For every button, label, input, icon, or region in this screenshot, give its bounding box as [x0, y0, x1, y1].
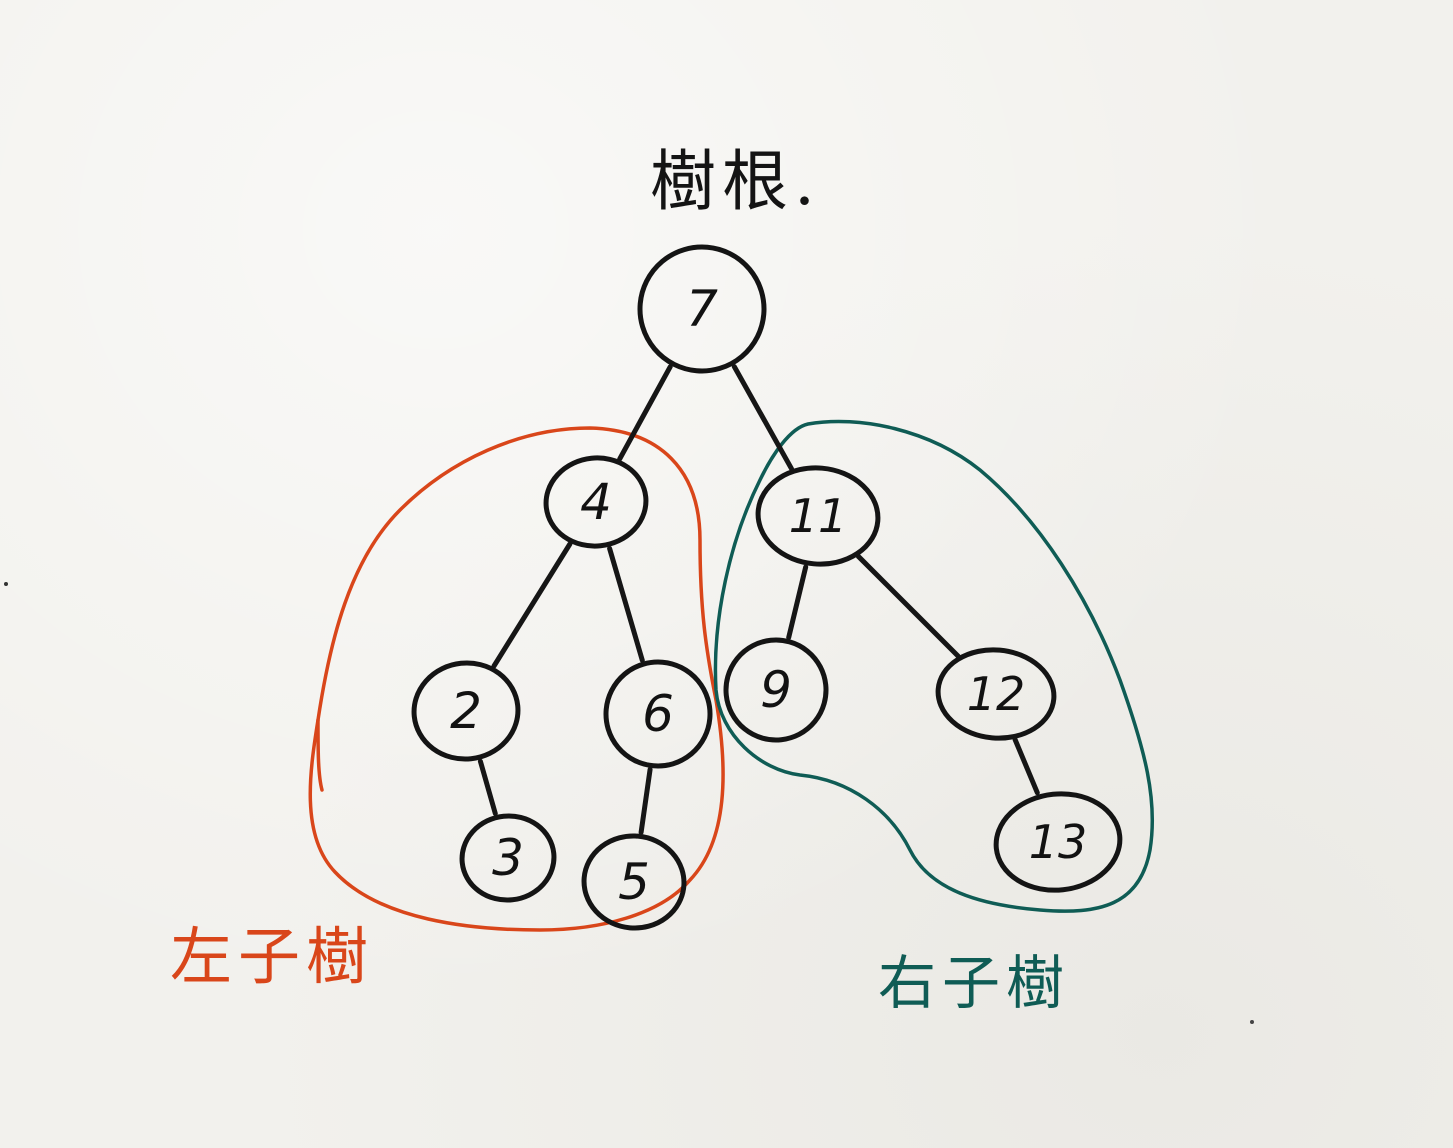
node-circle-7	[637, 244, 767, 374]
edge-6-5	[638, 766, 653, 835]
left-subtree-caption: 左子樹	[170, 920, 375, 993]
node-label-12: 12	[967, 667, 1026, 721]
edge-7-4	[617, 364, 673, 462]
node-label-9: 9	[760, 661, 792, 719]
right-subtree-caption: 右子樹	[878, 949, 1071, 1017]
left-subtree-outline-tail	[316, 718, 324, 792]
edge-7-11	[731, 364, 794, 472]
tree-node-7: 7	[637, 244, 767, 374]
left-subtree-outline	[308, 426, 725, 932]
edge-4-2	[491, 541, 573, 669]
node-label-7: 7	[686, 280, 718, 338]
edge-2-3	[477, 758, 498, 816]
node-circle-5	[581, 833, 687, 931]
edge-11-9	[786, 564, 809, 640]
tree-nodes: 7 4 11 2 6 9 12 3 5 13	[411, 244, 1123, 931]
node-label-13: 13	[1029, 815, 1088, 869]
tree-node-11: 11	[755, 465, 881, 567]
node-label-6: 6	[642, 685, 674, 743]
node-circle-13	[993, 791, 1123, 893]
ink-speck	[1250, 1020, 1254, 1024]
tree-node-9: 9	[723, 637, 829, 743]
node-label-4: 4	[580, 473, 612, 531]
node-circle-11	[755, 465, 881, 567]
node-label-2: 2	[450, 682, 482, 740]
node-label-3: 3	[492, 829, 524, 887]
edge-12-13	[1012, 737, 1040, 796]
tree-node-2: 2	[411, 660, 521, 762]
tree-node-4: 4	[543, 455, 649, 549]
node-circle-6	[603, 659, 713, 769]
edge-4-6	[607, 546, 645, 663]
node-circle-12	[935, 647, 1057, 741]
tree-node-3: 3	[459, 813, 557, 903]
node-circle-4	[543, 455, 649, 549]
tree-edges	[477, 364, 1040, 835]
edge-11-12	[855, 553, 961, 659]
tree-node-12: 12	[935, 647, 1057, 741]
tree-node-6: 6	[603, 659, 713, 769]
node-circle-2	[411, 660, 521, 762]
node-label-11: 11	[789, 489, 848, 543]
node-circle-3	[459, 813, 557, 903]
right-subtree-outline	[713, 419, 1155, 913]
tree-node-5: 5	[581, 833, 687, 931]
node-circle-9	[723, 637, 829, 743]
ink-speck	[4, 582, 8, 586]
node-label-5: 5	[618, 853, 650, 911]
root-caption: 樹根.	[650, 143, 821, 220]
tree-node-13: 13	[993, 791, 1123, 893]
